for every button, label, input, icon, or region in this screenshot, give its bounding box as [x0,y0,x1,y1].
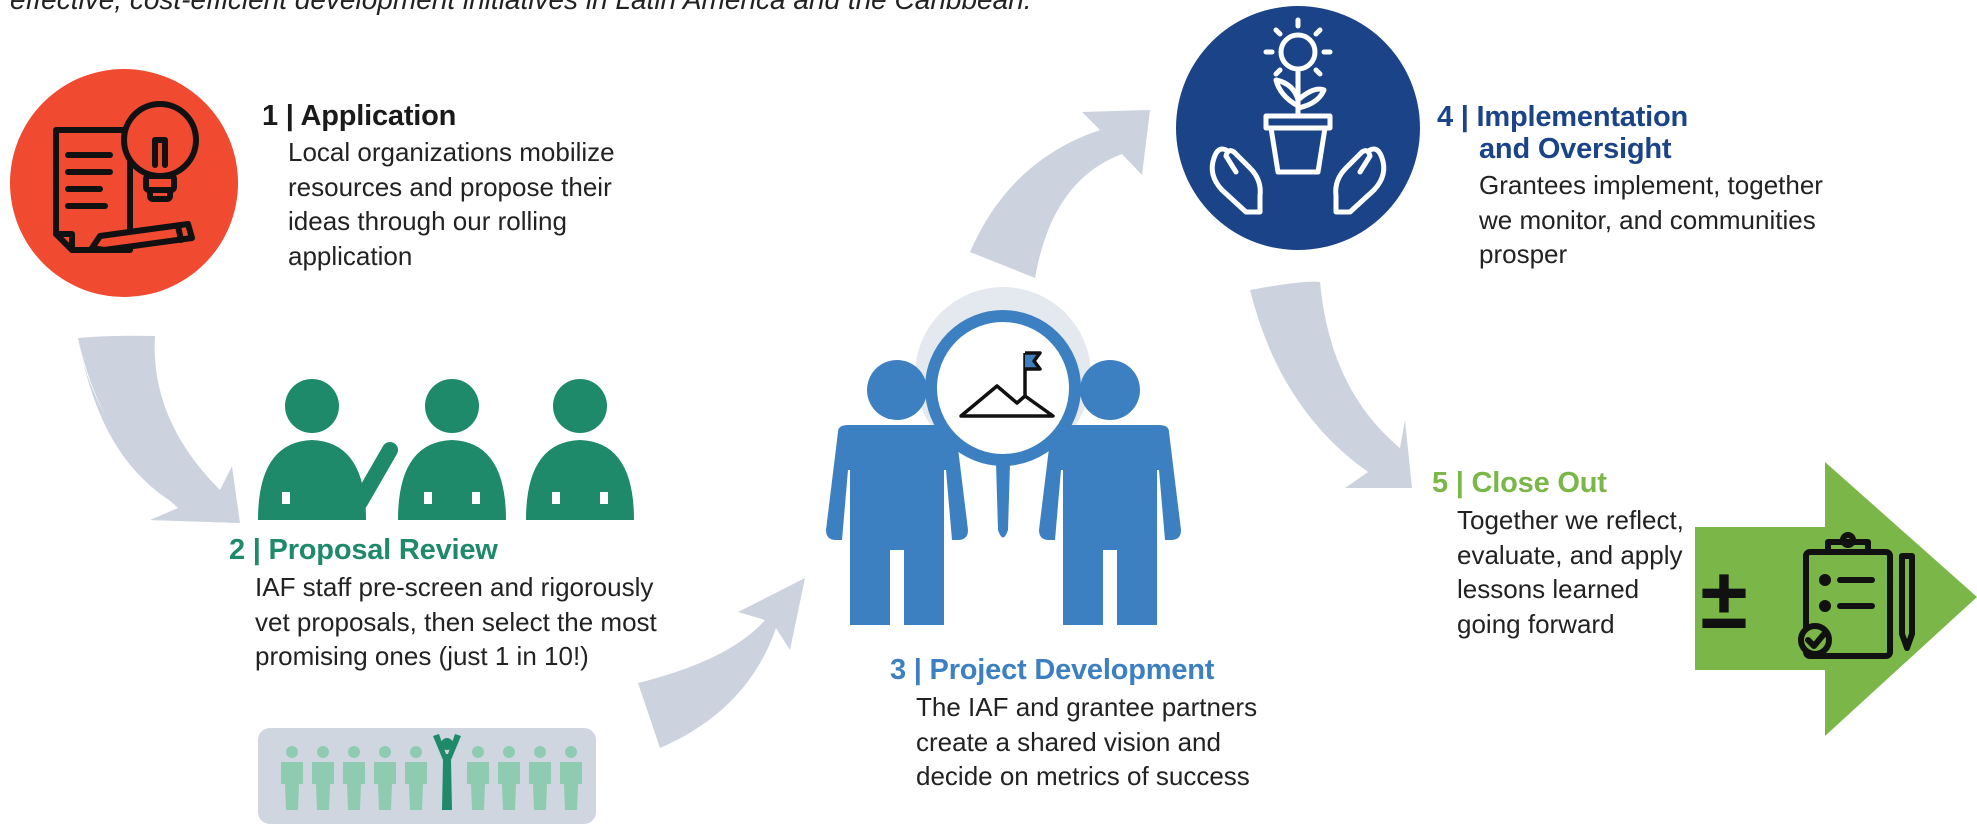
person-figure [529,746,551,810]
step-1-title: 1 | Application [262,100,457,132]
step-4-title-line1: 4 | Implementation [1437,101,1689,133]
person-figure [343,746,365,810]
arrow-2-to-3 [638,578,805,748]
step-4-title: 4 | Implementation and Oversight [1437,101,1767,165]
people-magnifier-icon [826,287,1181,625]
step-3-body: The IAF and grantee partners create a sh… [916,692,1258,791]
hands-plant-icon [1176,6,1420,250]
step-5-title: 5 | Close Out [1432,467,1607,499]
reviewers-checkmark-icon [258,379,634,520]
person-figure [467,746,489,810]
step-3-title: 3 | Project Development [890,654,1215,686]
person-figure [498,746,520,810]
step-2-title: 2 | Proposal Review [229,534,498,566]
arrow-4-to-5 [1250,281,1412,488]
selection-ratio-figures [258,728,596,824]
selected-person-figure [433,734,461,810]
arrow-3-to-4 [970,110,1150,278]
arrow-1-to-2 [78,335,240,523]
lightbulb-document-icon [10,69,238,297]
step-4-title-line2: and Oversight [1479,133,1672,165]
step-1-body: Local organizations mobilize resources a… [288,137,615,271]
person-figure [405,746,427,810]
step-4-body: Grantees implement, together we monitor,… [1479,170,1823,269]
person-figure [281,746,303,810]
person-figure [374,746,396,810]
step-5-body: Together we reflect, evaluate, and apply… [1457,505,1684,639]
person-figure [560,746,582,810]
plus-minus-symbol: ± [1700,551,1747,647]
intro-text: effective, cost-efficient development in… [10,0,1270,16]
step-2-body: IAF staff pre-screen and rigorously vet … [255,572,657,671]
person-figure [312,746,334,810]
clipboard-arrow-icon: ± [1695,462,1977,736]
